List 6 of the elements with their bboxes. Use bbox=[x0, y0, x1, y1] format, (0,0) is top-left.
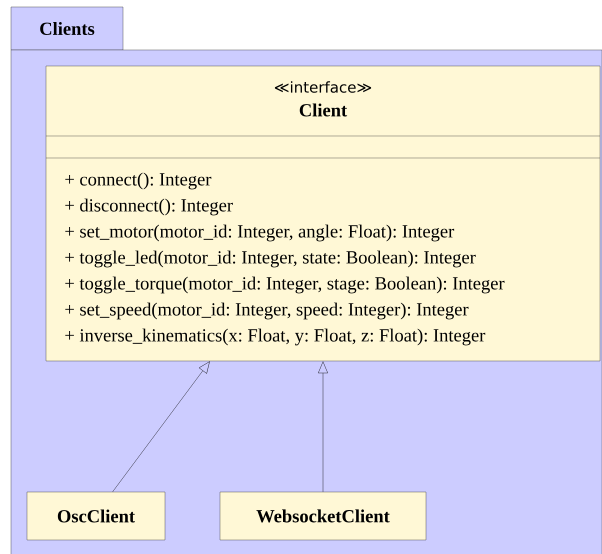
inheritance-arrow bbox=[112, 361, 210, 492]
interface-class-box: ≪interface≫ Client + connect(): Integer + disconnect(): Integer + set_motor(motor_id: Integer, angle: Float): Integer + toggle_led(motor_id: Integer, state: Boolean): Integer + toggle_torque(motor_id: Integer, stage: Boolean): Integer + set_speed(motor_id: Integer, speed: Integer): Integer + inverse_kinematics(x: Float, y: Float, z: Float): Integer bbox=[46, 66, 600, 362]
node-label: Clients bbox=[40, 22, 94, 36]
inheritance-arrow bbox=[318, 362, 328, 492]
class-box: OscClient bbox=[26, 492, 166, 540]
class-box: WebsocketClient bbox=[220, 492, 426, 540]
